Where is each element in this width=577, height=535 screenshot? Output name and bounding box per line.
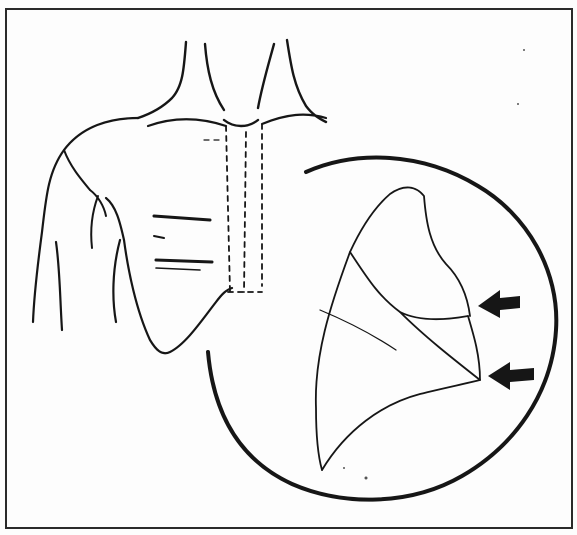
lower-arrow-icon [488,362,534,390]
upper-arrow-icon [478,290,520,318]
chest-markings [154,216,212,270]
inset-shape [316,187,480,470]
torso-outline [33,115,326,354]
neck-outline [138,40,326,126]
left-shoulder-arm-outline [64,150,106,248]
magnifier-circle [208,158,556,500]
frame-border [6,9,572,528]
scan-specks [343,49,525,480]
dashed-sternum-column [204,124,262,292]
